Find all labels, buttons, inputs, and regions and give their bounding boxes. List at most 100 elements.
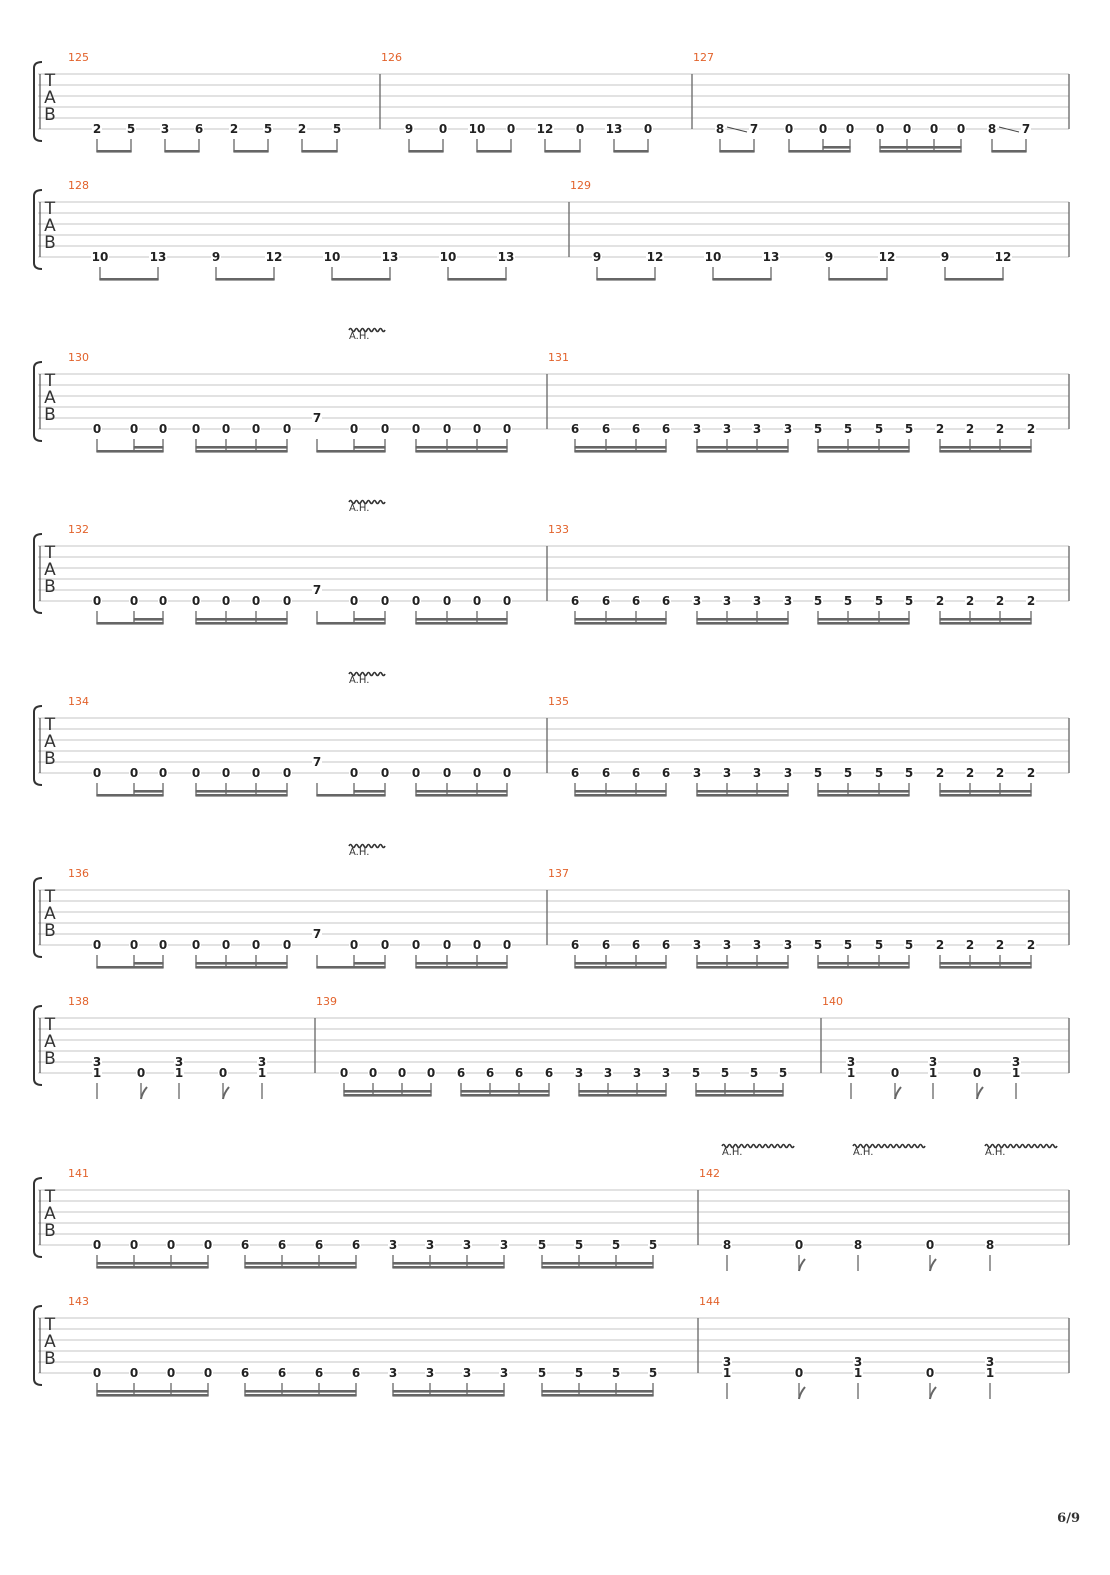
fret-mask	[349, 423, 359, 434]
beam	[944, 278, 1004, 281]
note-flag	[976, 1086, 984, 1100]
harmonic-wave	[348, 671, 386, 677]
fret-mask	[843, 767, 853, 778]
beam	[195, 450, 288, 453]
fret-number: 10	[469, 122, 486, 136]
system-bracket	[33, 189, 43, 270]
fret-mask	[537, 1239, 547, 1250]
fret-number: 2	[996, 594, 1004, 608]
fret-mask	[314, 1367, 324, 1378]
fret-number: 0	[159, 938, 167, 952]
tab-clef-letter: T	[44, 715, 56, 735]
beam	[544, 150, 581, 153]
fret-number: 6	[457, 1066, 465, 1080]
fret-mask	[843, 939, 853, 950]
fret-number: 0	[93, 594, 101, 608]
fret-number: 0	[252, 766, 260, 780]
fret-number: 0	[283, 938, 291, 952]
fret-mask	[191, 595, 201, 606]
measure-number: 139	[316, 995, 337, 1008]
fret-number: 0	[350, 766, 358, 780]
fret-mask	[874, 595, 884, 606]
beam	[541, 1266, 654, 1269]
tab-clef-letter: A	[44, 1032, 56, 1052]
beam	[343, 1094, 432, 1097]
measure-number: 143	[68, 1295, 89, 1308]
fret-number: 0	[957, 122, 965, 136]
harmonic-label: A.H.	[349, 675, 369, 686]
fret-number: 2	[1027, 938, 1035, 952]
beam	[96, 150, 132, 153]
fret-number: 3	[500, 1238, 508, 1252]
fret-mask	[813, 767, 823, 778]
fret-number: 1	[854, 1366, 862, 1380]
secondary-beam	[244, 1390, 357, 1393]
secondary-beam	[696, 962, 789, 965]
fret-mask	[570, 939, 580, 950]
measure-number: 140	[822, 995, 843, 1008]
beam	[939, 622, 1032, 625]
beam	[696, 622, 789, 625]
fret-mask	[158, 423, 168, 434]
fret-mask	[251, 939, 261, 950]
artificial-harmonic-mark: A.H.	[348, 843, 386, 858]
secondary-beam	[879, 146, 962, 149]
fret-mask	[722, 595, 732, 606]
fret-mask	[439, 251, 457, 262]
fret-number: 0	[130, 1366, 138, 1380]
beam	[215, 278, 275, 281]
fret-mask	[221, 595, 231, 606]
fret-number: 6	[515, 1066, 523, 1080]
tab-clef-letter: B	[44, 105, 56, 125]
tab-clef-letter: T	[44, 887, 56, 907]
fret-mask	[925, 1239, 935, 1250]
fret-mask	[506, 123, 516, 134]
measure-number: 131	[548, 351, 569, 364]
fret-number: 3	[854, 1355, 862, 1369]
fret-number: 3	[389, 1238, 397, 1252]
beam	[99, 278, 159, 281]
secondary-beam	[353, 962, 386, 965]
beam	[96, 1266, 209, 1269]
secondary-beam	[574, 790, 667, 793]
fret-mask	[257, 1067, 267, 1078]
fret-mask	[221, 423, 231, 434]
beam	[392, 1394, 505, 1397]
fret-mask	[643, 123, 653, 134]
fret-mask	[853, 1367, 863, 1378]
fret-number: 13	[382, 250, 399, 264]
fret-mask	[875, 123, 885, 134]
fret-mask	[282, 767, 292, 778]
secondary-beam	[392, 1262, 505, 1265]
fret-mask	[631, 767, 641, 778]
fret-number: 1	[258, 1066, 266, 1080]
tab-clef-letter: B	[44, 921, 56, 941]
fret-number: 0	[503, 938, 511, 952]
measure-number: 128	[68, 179, 89, 192]
fret-mask	[92, 767, 102, 778]
fret-mask	[126, 123, 136, 134]
fret-mask	[904, 939, 914, 950]
beam	[164, 150, 200, 153]
fret-mask	[874, 767, 884, 778]
fret-mask	[784, 123, 794, 134]
artificial-harmonic-mark: A.H.	[348, 671, 386, 686]
beam	[301, 150, 338, 153]
measure-number: 130	[68, 351, 89, 364]
fret-mask	[388, 1367, 398, 1378]
fret-number: 6	[602, 594, 610, 608]
beam	[233, 150, 269, 153]
fret-number: 0	[443, 938, 451, 952]
fret-mask	[692, 595, 702, 606]
tab-clef-letter: A	[44, 88, 56, 108]
fret-mask	[129, 423, 139, 434]
fret-number: 0	[427, 1066, 435, 1080]
fret-number: 0	[93, 1238, 101, 1252]
fret-mask	[661, 767, 671, 778]
measure-number: 133	[548, 523, 569, 536]
fret-number: 2	[1027, 422, 1035, 436]
fret-number: 0	[159, 766, 167, 780]
